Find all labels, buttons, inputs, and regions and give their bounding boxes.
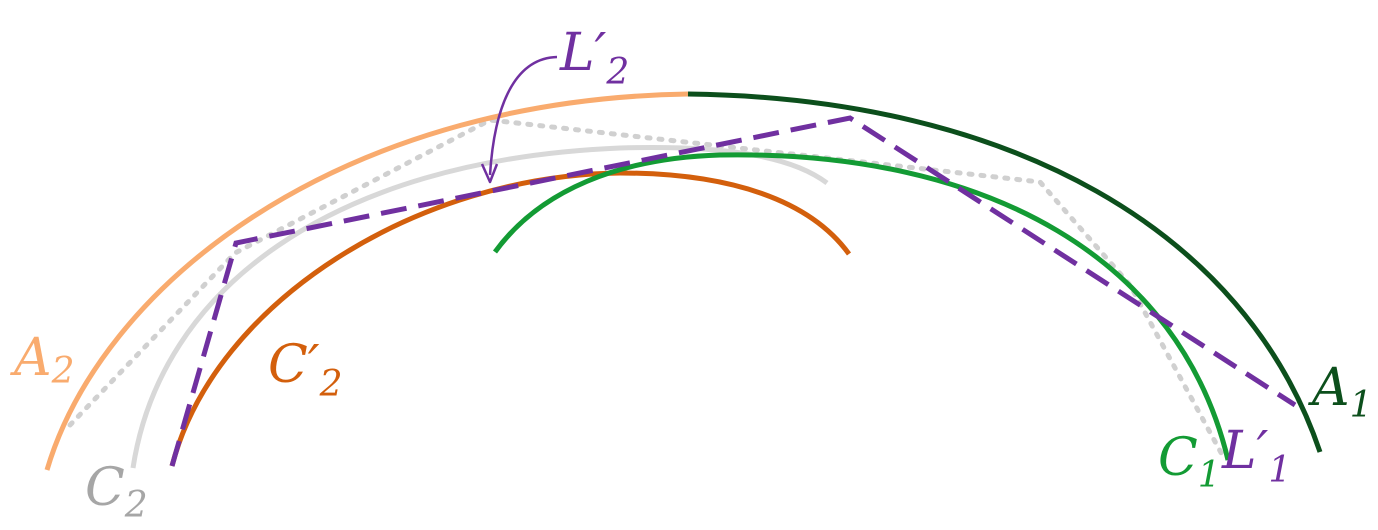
curve-a1 xyxy=(687,91,1323,453)
curve-c2-prime xyxy=(169,170,852,467)
grey-dotted-polyline xyxy=(67,117,1228,463)
label-c2: C2 xyxy=(85,458,148,526)
dashed-polyline-l2-prime xyxy=(169,115,1297,467)
label-a1: A1 xyxy=(1308,358,1372,426)
curve-c1 xyxy=(492,152,1231,461)
label-l2-prime: L′2 xyxy=(559,23,629,93)
annotation-arrow xyxy=(488,55,558,176)
label-a2: A2 xyxy=(10,328,74,392)
label-c1: C1 xyxy=(1158,428,1221,496)
label-l1-prime: L′1 xyxy=(1221,421,1291,491)
curve-a2 xyxy=(44,91,689,471)
arrow-head xyxy=(480,163,499,184)
label-c2-prime: C′2 xyxy=(268,335,343,405)
